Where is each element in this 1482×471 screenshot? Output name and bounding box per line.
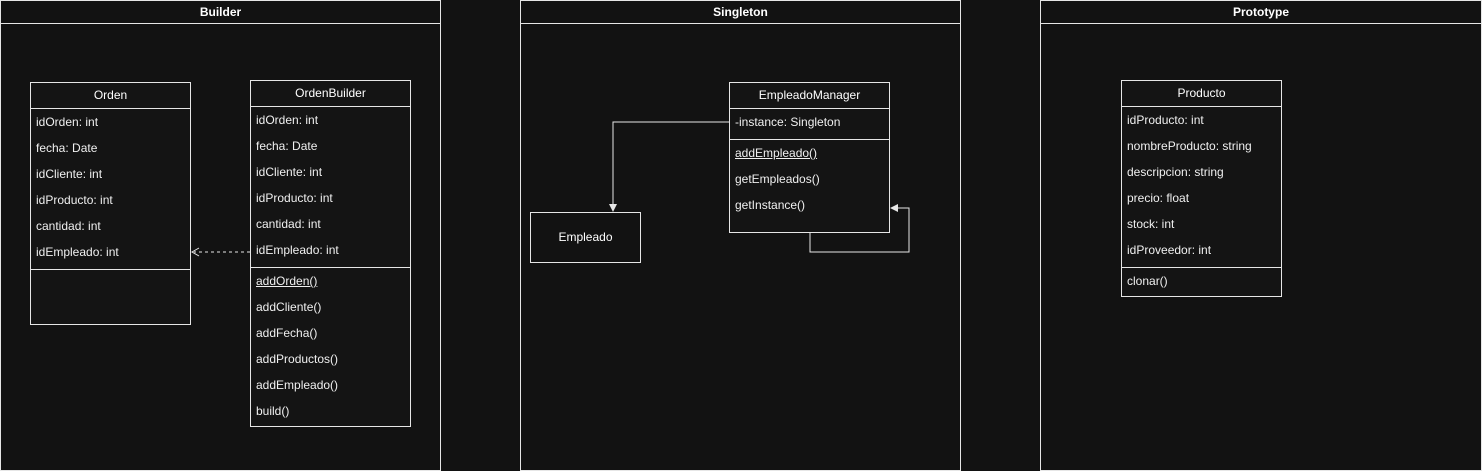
- method-name-underlined: addEmpleado(): [735, 146, 818, 160]
- attribute: idCliente: int: [36, 167, 103, 181]
- divider: [251, 267, 410, 268]
- method: getInstance(): [735, 198, 806, 212]
- method: addOrden(): [251, 268, 410, 294]
- class-producto[interactable]: Producto idProducto: int nombreProducto:…: [1121, 80, 1282, 297]
- method: addEmpleado(): [256, 378, 339, 392]
- attribute: cantidad: int: [256, 217, 321, 231]
- pool-title-builder: Builder: [1, 1, 440, 24]
- attribute: descripcion: string: [1127, 165, 1224, 179]
- class-empleado-manager[interactable]: EmpleadoManager -instance: Singleton add…: [729, 82, 890, 233]
- attribute: idEmpleado: int: [256, 243, 339, 257]
- class-name: EmpleadoManager: [730, 83, 889, 109]
- divider: [1122, 267, 1281, 268]
- attribute: idOrden: int: [256, 113, 319, 127]
- attribute: idProducto: int: [256, 191, 333, 205]
- divider: [730, 139, 889, 140]
- class-orden-builder[interactable]: OrdenBuilder idOrden: int fecha: Date id…: [250, 80, 411, 427]
- attribute: idCliente: int: [256, 165, 323, 179]
- attribute: fecha: Date: [256, 139, 318, 153]
- attribute: idEmpleado: int: [36, 245, 119, 259]
- attribute: cantidad: int: [36, 219, 101, 233]
- method: build(): [256, 404, 290, 418]
- method: clonar(): [1127, 274, 1168, 288]
- method: addProductos(): [256, 352, 339, 366]
- class-orden[interactable]: Orden idOrden: int fecha: Date idCliente…: [30, 82, 191, 325]
- class-name: Empleado: [558, 230, 613, 244]
- method-name-underlined: addOrden(): [256, 274, 318, 288]
- attribute: idOrden: int: [36, 115, 99, 129]
- class-name: Producto: [1122, 81, 1281, 107]
- method: addCliente(): [256, 300, 322, 314]
- class-empleado[interactable]: Empleado: [530, 212, 641, 263]
- attribute: nombreProducto: string: [1127, 139, 1252, 153]
- class-name: Orden: [31, 83, 190, 109]
- attribute: idProducto: int: [1127, 113, 1204, 127]
- class-name: OrdenBuilder: [251, 81, 410, 107]
- attribute: stock: int: [1127, 217, 1175, 231]
- attribute: fecha: Date: [36, 141, 98, 155]
- attribute: idProducto: int: [36, 193, 113, 207]
- method: getEmpleados(): [735, 172, 820, 186]
- method: addFecha(): [256, 326, 318, 340]
- attribute: idProveedor: int: [1127, 243, 1212, 257]
- pool-title-singleton: Singleton: [521, 1, 960, 24]
- method: addEmpleado(): [730, 140, 889, 166]
- attribute: -instance: Singleton: [735, 115, 841, 129]
- attribute: precio: float: [1127, 191, 1190, 205]
- divider: [31, 269, 190, 270]
- pool-title-prototype: Prototype: [1041, 1, 1481, 24]
